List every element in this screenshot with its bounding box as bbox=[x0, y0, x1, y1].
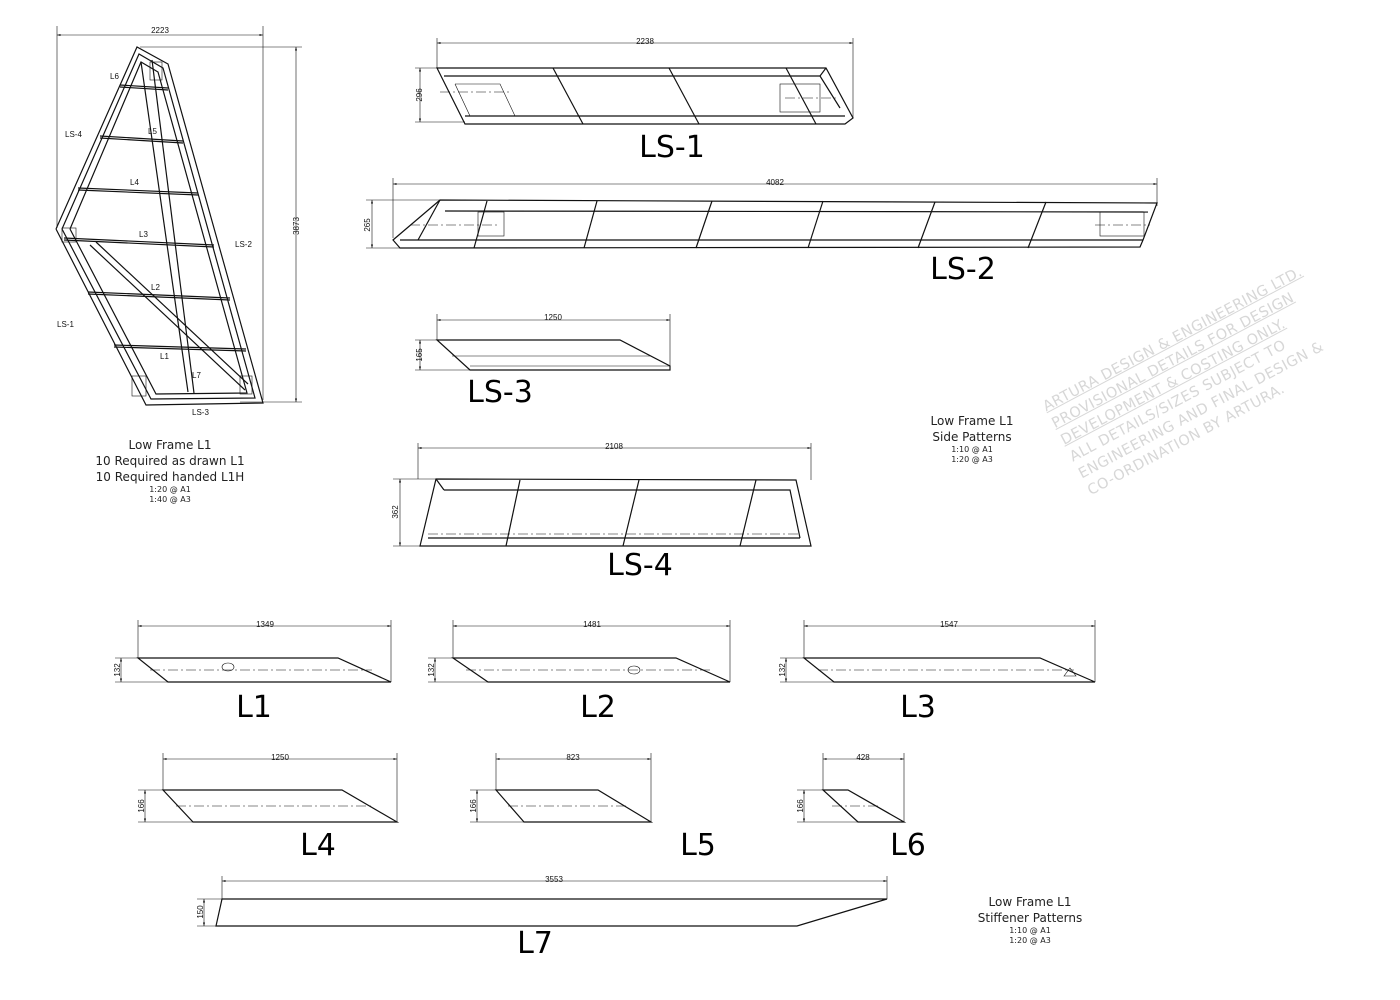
overview-label-ls4: LS-4 bbox=[65, 130, 82, 139]
ls1-length-dim: 2238 bbox=[636, 37, 654, 46]
piece-ls4: 2108 362 LS-4 bbox=[391, 442, 812, 583]
side-note-title: Low Frame L1 bbox=[930, 414, 1014, 428]
frame-note: Low Frame L1 10 Required as drawn L1 10 … bbox=[80, 437, 260, 505]
l1-title: L1 bbox=[236, 690, 272, 725]
overview-label-l1: L1 bbox=[160, 352, 169, 361]
l7-title: L7 bbox=[517, 926, 553, 961]
l3-height-dim: 132 bbox=[778, 663, 787, 677]
ls4-title: LS-4 bbox=[607, 548, 673, 583]
piece-l4: 1250 166 L4 bbox=[137, 753, 400, 863]
piece-l7: 3553 150 L7 bbox=[196, 875, 888, 961]
frame-overview: 2223 3873 L6 L5 L4 L3 bbox=[55, 26, 302, 417]
ls2-length-dim: 4082 bbox=[766, 178, 784, 187]
piece-l1: 1349 132 L1 bbox=[113, 620, 392, 725]
ls2-height-dim: 265 bbox=[363, 218, 372, 232]
piece-ls1: 2238 296 LS-1 bbox=[415, 37, 854, 165]
side-note-scale1: 1:10 @ A1 bbox=[951, 445, 993, 454]
frame-note-line2: 10 Required as drawn L1 bbox=[95, 454, 245, 468]
l4-height-dim: 166 bbox=[137, 799, 146, 813]
frame-note-line3: 10 Required handed L1H bbox=[95, 470, 245, 484]
l4-length-dim: 1250 bbox=[271, 753, 289, 762]
l2-length-dim: 1481 bbox=[583, 620, 601, 629]
l2-height-dim: 132 bbox=[427, 663, 436, 677]
overview-height-dim: 3873 bbox=[292, 217, 301, 235]
overview-label-l6: L6 bbox=[110, 72, 119, 81]
l5-height-dim: 166 bbox=[469, 799, 478, 813]
l5-length-dim: 823 bbox=[566, 753, 580, 762]
stiff-note-line2: Stiffener Patterns bbox=[977, 911, 1083, 925]
side-note-line2: Side Patterns bbox=[932, 430, 1012, 444]
frame-note-title: Low Frame L1 bbox=[128, 438, 212, 452]
l3-title: L3 bbox=[900, 690, 936, 725]
piece-l6: 428 166 L6 bbox=[796, 753, 926, 863]
frame-note-scale1: 1:20 @ A1 bbox=[149, 485, 191, 494]
ls3-length-dim: 1250 bbox=[544, 313, 562, 322]
l7-length-dim: 3553 bbox=[545, 875, 563, 884]
overview-label-l5: L5 bbox=[148, 127, 157, 136]
overview-label-l7: L7 bbox=[192, 371, 201, 380]
l2-title: L2 bbox=[580, 690, 616, 725]
ls3-height-dim: 165 bbox=[415, 348, 424, 362]
l7-height-dim: 150 bbox=[196, 905, 205, 919]
piece-l5: 823 166 L5 bbox=[469, 753, 716, 863]
ls3-title: LS-3 bbox=[467, 375, 533, 410]
overview-label-ls1: LS-1 bbox=[57, 320, 74, 329]
l1-height-dim: 132 bbox=[113, 663, 122, 677]
l6-title: L6 bbox=[890, 828, 926, 863]
stiff-note-scale2: 1:20 @ A3 bbox=[1009, 936, 1051, 945]
side-patterns-note: Low Frame L1 Side Patterns 1:10 @ A1 1:2… bbox=[902, 413, 1042, 465]
overview-label-l3: L3 bbox=[139, 230, 148, 239]
l6-height-dim: 166 bbox=[796, 799, 805, 813]
piece-l3: 1547 132 L3 bbox=[778, 620, 1096, 725]
ls4-length-dim: 2108 bbox=[605, 442, 623, 451]
stiff-note-scale1: 1:10 @ A1 bbox=[1009, 926, 1051, 935]
l1-length-dim: 1349 bbox=[256, 620, 274, 629]
stiffener-patterns-note: Low Frame L1 Stiffener Patterns 1:10 @ A… bbox=[960, 894, 1100, 946]
overview-width-dim: 2223 bbox=[151, 26, 169, 35]
ls1-title: LS-1 bbox=[639, 130, 705, 165]
overview-label-l4: L4 bbox=[130, 178, 139, 187]
ls1-height-dim: 296 bbox=[415, 88, 424, 102]
l5-title: L5 bbox=[680, 828, 716, 863]
frame-note-scale2: 1:40 @ A3 bbox=[149, 495, 191, 504]
l6-length-dim: 428 bbox=[856, 753, 870, 762]
side-note-scale2: 1:20 @ A3 bbox=[951, 455, 993, 464]
stiff-note-title: Low Frame L1 bbox=[988, 895, 1072, 909]
overview-label-l2: L2 bbox=[151, 283, 160, 292]
overview-label-ls3: LS-3 bbox=[192, 408, 209, 417]
l4-title: L4 bbox=[300, 828, 336, 863]
ls4-height-dim: 362 bbox=[391, 505, 400, 519]
l3-length-dim: 1547 bbox=[940, 620, 958, 629]
ls2-title: LS-2 bbox=[930, 252, 996, 287]
overview-label-ls2: LS-2 bbox=[235, 240, 252, 249]
piece-ls3: 1250 165 LS-3 bbox=[415, 313, 671, 410]
piece-ls2: 4082 265 LS-2 bbox=[363, 178, 1158, 287]
piece-l2: 1481 132 L2 bbox=[427, 620, 731, 725]
